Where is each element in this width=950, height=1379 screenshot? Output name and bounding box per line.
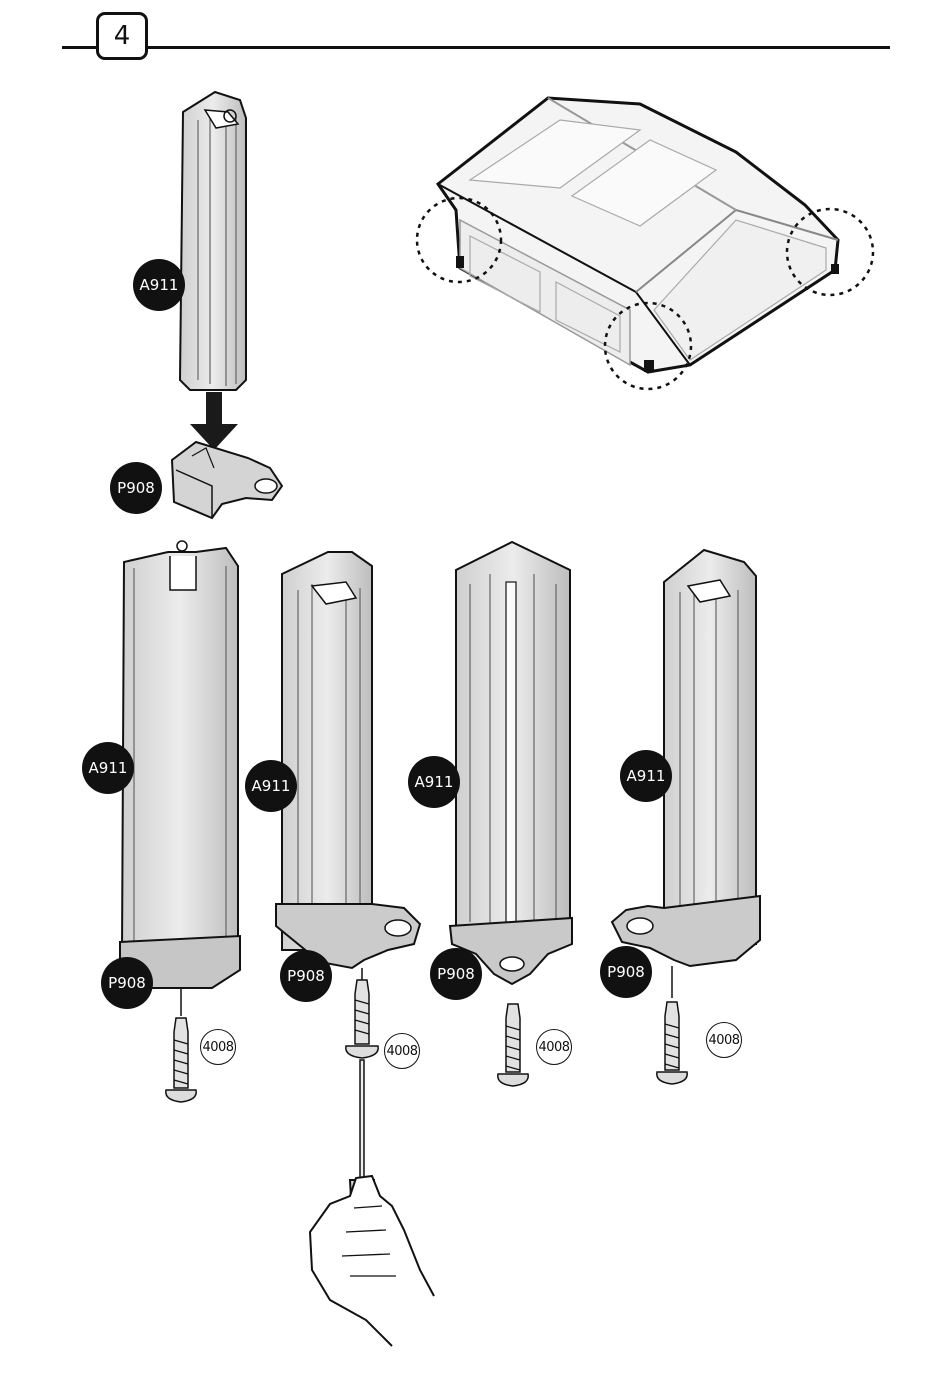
part-label-a911: A911 [620,750,672,802]
part-label-p908: P908 [110,462,162,514]
post-variant-2 [276,552,420,990]
part-label-a911: A911 [82,742,134,794]
top-post-assembly [180,92,246,390]
part-label-4008: 4008 [706,1022,742,1058]
post-variant-1 [120,541,240,1016]
part-label-a911: A911 [133,259,185,311]
part-label-p908: P908 [280,950,332,1002]
part-label-a911: A911 [408,756,460,808]
post-variant-3 [450,542,572,984]
part-label-4008: 4008 [200,1029,236,1065]
greenhouse-overview [417,98,873,389]
screw-icon [657,1002,687,1084]
screw-icon [346,980,378,1058]
screw-icon [166,1018,196,1102]
hand-icon [310,1176,434,1346]
down-arrow-icon [190,392,238,450]
screw-icon [498,1004,528,1086]
top-base-part [172,442,282,518]
part-label-a911: A911 [245,760,297,812]
part-label-p908: P908 [600,946,652,998]
part-label-p908: P908 [430,948,482,1000]
part-label-4008: 4008 [536,1029,572,1065]
part-label-4008: 4008 [384,1033,420,1069]
part-label-p908: P908 [101,957,153,1009]
